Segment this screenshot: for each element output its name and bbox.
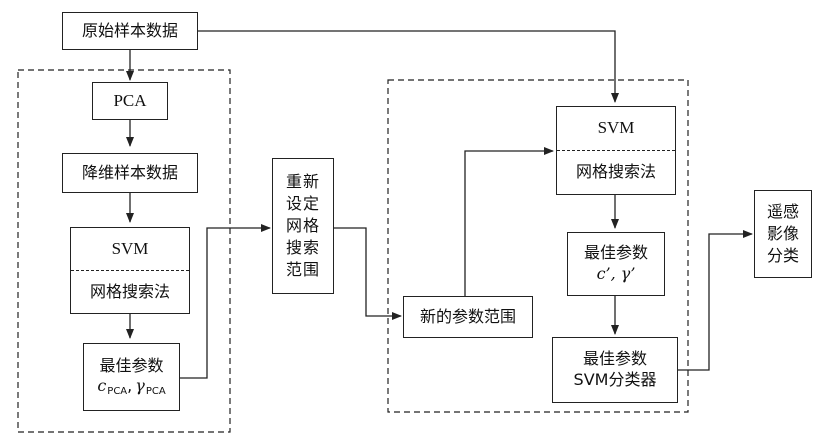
pca-label: PCA	[113, 90, 147, 110]
reduced-data-label: 降维样本数据	[81, 162, 178, 182]
reset-range-label: 重新设定网格搜索范围	[285, 172, 320, 279]
arrow-newrange-to-svm	[464, 147, 554, 296]
pca-box: PCA	[92, 82, 168, 120]
best-params-right-formula: c’, γ’	[596, 264, 636, 283]
svm-right-method: 网格搜索法	[575, 162, 656, 182]
svm-right-box: SVM 网格搜索法	[556, 106, 676, 195]
left-group-frame	[17, 69, 231, 433]
reset-range-box: 重新设定网格搜索范围	[272, 158, 334, 294]
best-params-left-label: 最佳参数	[99, 355, 164, 375]
best-classifier-line1: 最佳参数	[582, 349, 647, 369]
arrow-classifier-to-remote	[678, 230, 753, 371]
remote-class-box: 遥感影像分类	[754, 190, 812, 278]
svm-left-method: 网格搜索法	[89, 281, 170, 301]
new-range-label: 新的参数范围	[419, 306, 516, 326]
raw-data-label: 原始样本数据	[81, 20, 178, 40]
best-params-right-label: 最佳参数	[583, 243, 648, 263]
best-params-left-box: 最佳参数 cPCA,γPCA	[83, 343, 180, 411]
raw-data-box: 原始样本数据	[62, 12, 198, 50]
svm-left-box: SVM 网格搜索法	[70, 227, 190, 314]
new-range-box: 新的参数范围	[403, 296, 533, 338]
arrow-raw-to-svm-right	[198, 30, 619, 103]
remote-class-label: 遥感影像分类	[766, 202, 799, 265]
best-classifier-box: 最佳参数 SVM分类器	[552, 337, 678, 403]
best-classifier-line2: SVM分类器	[573, 370, 657, 389]
right-group-frame	[387, 79, 689, 413]
svm-left-title: SVM	[111, 238, 149, 258]
best-params-right-box: 最佳参数 c’, γ’	[567, 232, 665, 296]
reduced-data-box: 降维样本数据	[62, 153, 198, 193]
arrow-reset-to-newrange	[334, 227, 402, 320]
arrow-best-to-reset	[180, 224, 271, 379]
svm-right-title: SVM	[597, 118, 635, 138]
best-params-left-formula: cPCA,γPCA	[97, 376, 166, 398]
